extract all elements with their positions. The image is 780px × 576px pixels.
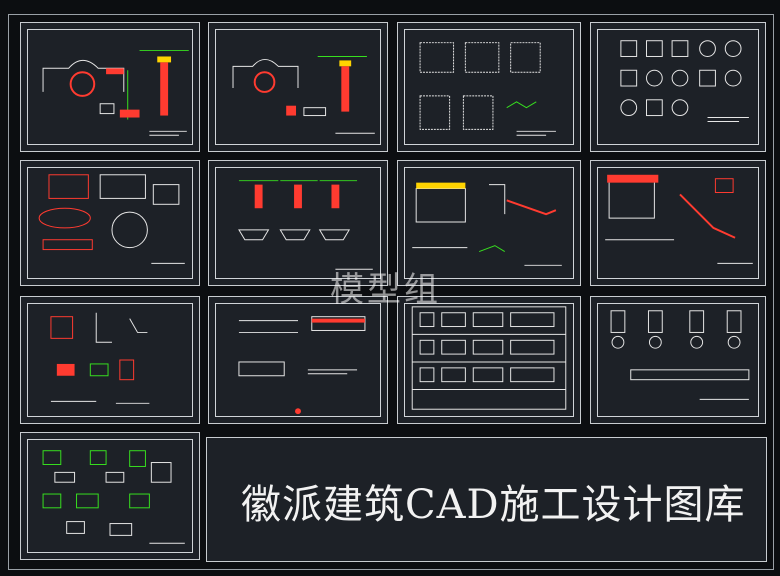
sheet-border bbox=[27, 439, 193, 553]
sheet-border bbox=[27, 29, 193, 145]
wall-top-drawing bbox=[238, 316, 366, 415]
sheet-3-4[interactable] bbox=[590, 296, 766, 424]
arched-gate-drawing bbox=[42, 50, 189, 136]
sheet-2-4[interactable] bbox=[590, 160, 766, 286]
sheet-3-1[interactable] bbox=[20, 296, 200, 424]
lattice-patterns-drawing bbox=[419, 42, 556, 136]
sheet-border bbox=[404, 167, 574, 279]
sheet-2-2[interactable] bbox=[208, 160, 388, 286]
sheet-border bbox=[215, 303, 381, 417]
column-cap-drawing bbox=[238, 180, 373, 270]
title-panel: 徽派建筑CAD施工设计图库 bbox=[206, 437, 767, 562]
assorted-details-drawing bbox=[42, 450, 185, 544]
pavilion-drawing bbox=[412, 182, 562, 266]
sheet-3-2[interactable] bbox=[208, 296, 388, 424]
column-drum-drawing bbox=[610, 310, 750, 400]
sheet-1-1[interactable] bbox=[20, 22, 200, 152]
sheet-border bbox=[215, 29, 381, 145]
roof-drawing bbox=[605, 174, 753, 264]
gate-detail-drawing bbox=[232, 55, 375, 134]
sheet-border bbox=[597, 167, 759, 279]
sheet-border bbox=[27, 303, 193, 417]
sheet-3-3[interactable] bbox=[397, 296, 581, 424]
sheet-2-3[interactable] bbox=[397, 160, 581, 286]
sheet-2-1[interactable] bbox=[20, 160, 200, 286]
sheet-border bbox=[27, 167, 193, 279]
sheet-1-4[interactable] bbox=[590, 22, 766, 152]
sheet-border bbox=[404, 29, 574, 145]
ornamental-window-grid-drawing bbox=[620, 40, 749, 122]
window-schedule-drawing bbox=[411, 306, 567, 410]
sheet-4-1[interactable] bbox=[20, 432, 200, 560]
sheet-border bbox=[597, 303, 759, 417]
sheet-border bbox=[215, 167, 381, 279]
sheet-1-2[interactable] bbox=[208, 22, 388, 152]
drawing-frame bbox=[8, 14, 774, 570]
sheet-border bbox=[404, 303, 574, 417]
watermark: 模型组 bbox=[330, 270, 441, 310]
sheet-1-3[interactable] bbox=[397, 22, 581, 152]
sheet-border bbox=[597, 29, 759, 145]
window-frame-drawing bbox=[38, 174, 185, 264]
node-details-drawing bbox=[50, 312, 150, 404]
page-title: 徽派建筑CAD施工设计图库 bbox=[241, 482, 746, 528]
